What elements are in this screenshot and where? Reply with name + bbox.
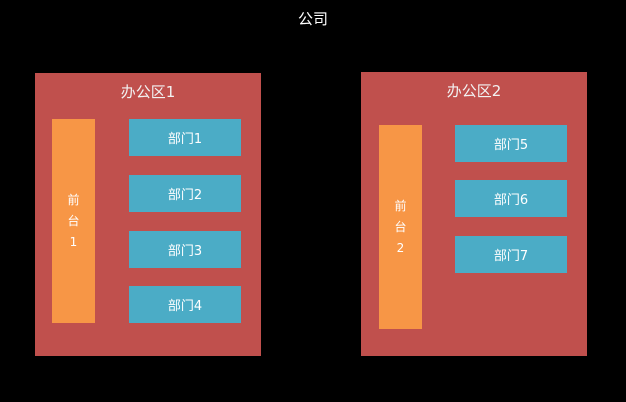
reception-label-char: 台 [67, 213, 80, 228]
department-box: 部门4 [129, 286, 241, 323]
zone-title: 办公区2 [446, 82, 502, 100]
department-box: 部门7 [455, 236, 567, 273]
department-box: 部门1 [129, 119, 241, 156]
department-box: 部门2 [129, 175, 241, 212]
company-title: 公司 [297, 10, 328, 28]
department-box: 部门5 [455, 125, 567, 162]
department-box: 部门3 [129, 231, 241, 268]
zone-title: 办公区1 [120, 83, 176, 101]
department-box: 部门6 [455, 180, 567, 217]
reception-label-char: 2 [396, 240, 405, 255]
reception-label-char: 台 [394, 219, 407, 234]
office-zone-1: 办公区1 前 台 1 部门1 部门2 部门3 部门4 [35, 73, 261, 356]
reception-label-char: 前 [394, 198, 407, 213]
reception-desk-2: 前 台 2 [379, 125, 422, 329]
reception-label-char: 前 [67, 192, 80, 207]
reception-label-char: 1 [69, 234, 78, 249]
reception-desk-1: 前 台 1 [52, 119, 95, 323]
office-zone-2: 办公区2 前 台 2 部门5 部门6 部门7 [361, 72, 587, 356]
